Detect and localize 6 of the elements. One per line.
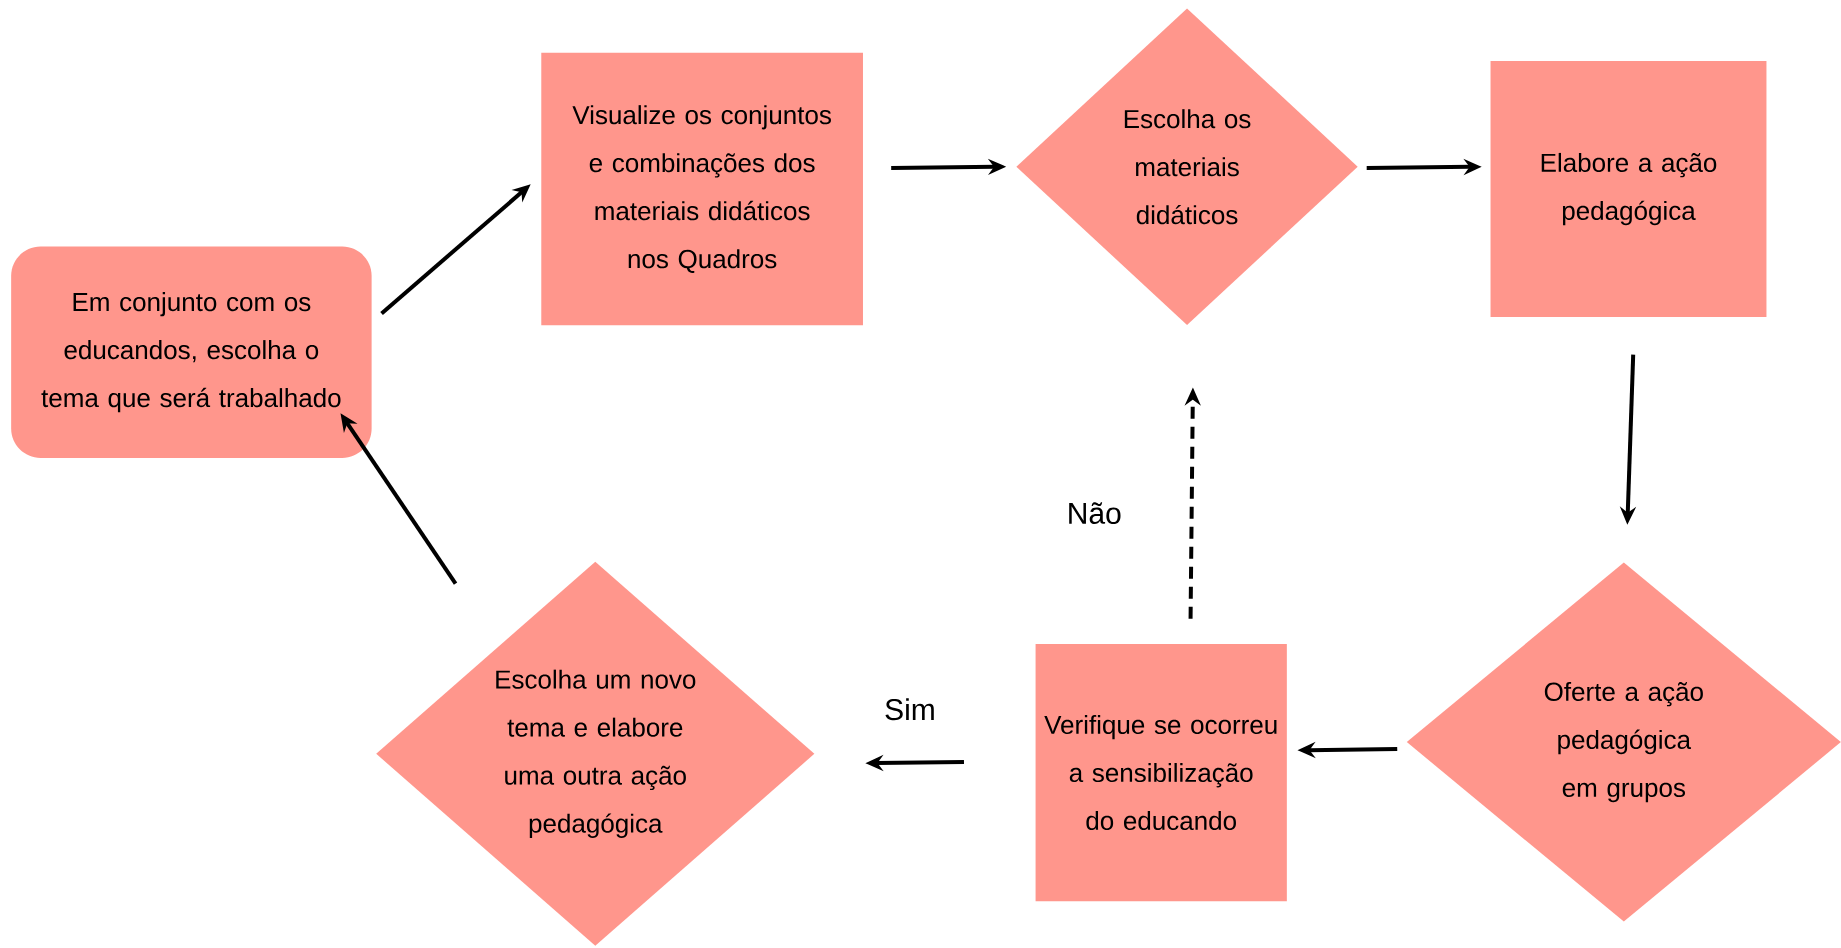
start-box: Em conjunto com os educandos, escolha o tema que será trabalhado	[11, 246, 372, 459]
edge-label: Sim	[882, 696, 938, 723]
process-box: Elabore a ação pedagógica	[1490, 61, 1767, 318]
edge-label: Não	[1064, 500, 1124, 527]
process-box: Verifique se ocorreu a sensibilização do educando	[1035, 644, 1287, 902]
process-box: Visualize os conjuntos e combinações dos materiais didáticos nos Quadros	[541, 53, 863, 326]
